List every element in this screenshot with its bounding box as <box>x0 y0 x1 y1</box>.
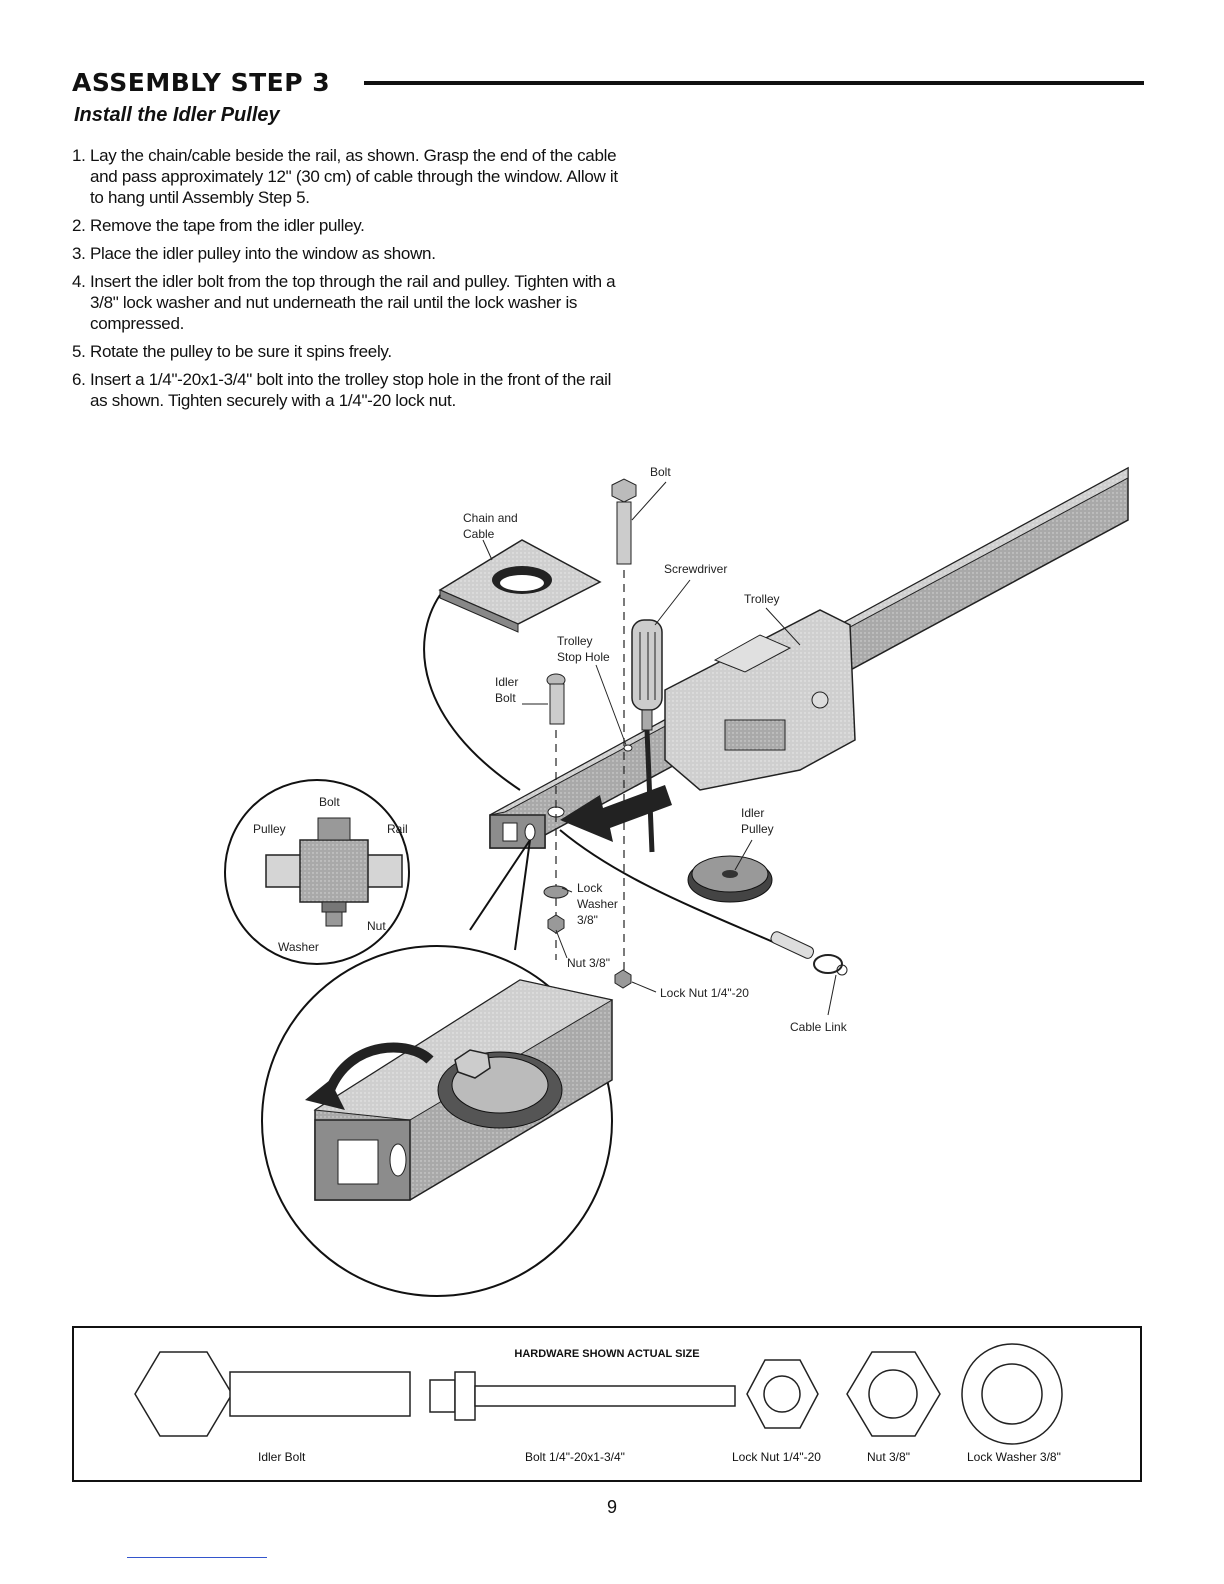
label-trolley: Trolley <box>744 592 780 606</box>
screwdriver <box>631 619 663 853</box>
label-lock-washer-2: Washer <box>577 897 618 911</box>
lock-washer-part <box>543 885 569 899</box>
instruction-text: Lay the chain/cable beside the rail, as … <box>90 146 618 207</box>
label-chain-and: Chain and <box>463 511 518 525</box>
instruction-text: Place the idler pulley into the window a… <box>90 244 436 263</box>
hardware-label-bolt: Bolt 1/4"-20x1-3/4" <box>525 1450 625 1464</box>
footer-link-line <box>127 1557 267 1558</box>
header-rule <box>364 81 1144 85</box>
label-trolley-stop: Trolley <box>557 634 593 648</box>
hardware-label-lock-washer: Lock Washer 3/8" <box>967 1450 1061 1464</box>
step-subtitle: Install the Idler Pulley <box>74 104 280 126</box>
label-idler-pulley-2: Pulley <box>741 822 774 836</box>
label-stop-hole: Stop Hole <box>557 650 610 664</box>
bolt-part <box>611 478 637 975</box>
instruction-text: Remove the tape from the idler pulley. <box>90 216 365 235</box>
label-screwdriver: Screwdriver <box>664 562 727 576</box>
insert-arrow <box>560 785 672 842</box>
label-idler: Idler <box>495 675 518 689</box>
instruction-number: 1. <box>72 146 86 165</box>
label-detail-nut: Nut <box>367 919 386 933</box>
label-detail-washer: Washer <box>278 940 319 954</box>
instruction-text: Insert the idler bolt from the top throu… <box>90 272 616 333</box>
label-nut: Nut 3/8" <box>567 956 610 970</box>
cable <box>423 594 521 791</box>
instruction-number: 4. <box>72 272 86 291</box>
leader-lines <box>482 481 837 1016</box>
label-detail-pulley: Pulley <box>253 822 286 836</box>
instruction-text: Insert a 1/4"-20x1-3/4" bolt into the tr… <box>90 370 612 410</box>
page-number: 9 <box>606 1497 617 1517</box>
label-cable: Cable <box>463 527 495 541</box>
label-cable-link: Cable Link <box>790 1020 848 1034</box>
hardware-label-idler-bolt: Idler Bolt <box>258 1450 306 1464</box>
instruction-item: 6.Insert a 1/4"-20x1-3/4" bolt into the … <box>72 369 632 411</box>
hardware-box: HARDWARE SHOWN ACTUAL SIZE Idler Bolt Bo… <box>72 1326 1142 1482</box>
label-idler-pulley-1: Idler <box>741 806 764 820</box>
hardware-label-lock-nut: Lock Nut 1/4"-20 <box>732 1450 821 1464</box>
instruction-item: 4.Insert the idler bolt from the top thr… <box>72 271 632 334</box>
cable-to-link <box>559 829 781 946</box>
instruction-list: 1.Lay the chain/cable beside the rail, a… <box>72 145 632 418</box>
label-lock-nut: Lock Nut 1/4"-20 <box>660 986 749 1000</box>
instruction-number: 2. <box>72 216 86 235</box>
nut-part <box>547 914 565 934</box>
cross-section-detail <box>224 779 410 965</box>
trolley <box>664 609 856 791</box>
cable-link-part <box>770 931 848 976</box>
instruction-number: 3. <box>72 244 86 263</box>
instruction-text: Rotate the pulley to be sure it spins fr… <box>90 342 392 361</box>
chain-cable-plate <box>438 539 602 633</box>
zoom-detail <box>261 945 614 1297</box>
hardware-title: HARDWARE SHOWN ACTUAL SIZE <box>514 1348 700 1360</box>
label-idler-bolt: Bolt <box>495 691 516 705</box>
label-detail-bolt: Bolt <box>319 795 340 809</box>
step-title: ASSEMBLY STEP 3 <box>72 68 331 97</box>
label-lock-washer-1: Lock <box>577 881 603 895</box>
hardware-label-nut: Nut 3/8" <box>867 1450 910 1464</box>
instruction-item: 3.Place the idler pulley into the window… <box>72 243 632 264</box>
instruction-number: 6. <box>72 370 86 389</box>
label-lock-washer-3: 3/8" <box>577 913 598 927</box>
label-detail-rail: Rail <box>387 822 408 836</box>
instruction-item: 1.Lay the chain/cable beside the rail, a… <box>72 145 632 208</box>
instruction-number: 5. <box>72 342 86 361</box>
rail <box>489 466 1129 849</box>
callout-pointer <box>469 839 531 951</box>
lock-nut-part <box>614 969 632 989</box>
idler-bolt-part <box>546 673 566 960</box>
section-header: ASSEMBLY STEP 3 <box>72 68 1144 102</box>
label-bolt: Bolt <box>650 465 671 479</box>
idler-pulley-part <box>687 855 773 903</box>
instruction-item: 5.Rotate the pulley to be sure it spins … <box>72 341 632 362</box>
instruction-item: 2.Remove the tape from the idler pulley. <box>72 215 632 236</box>
